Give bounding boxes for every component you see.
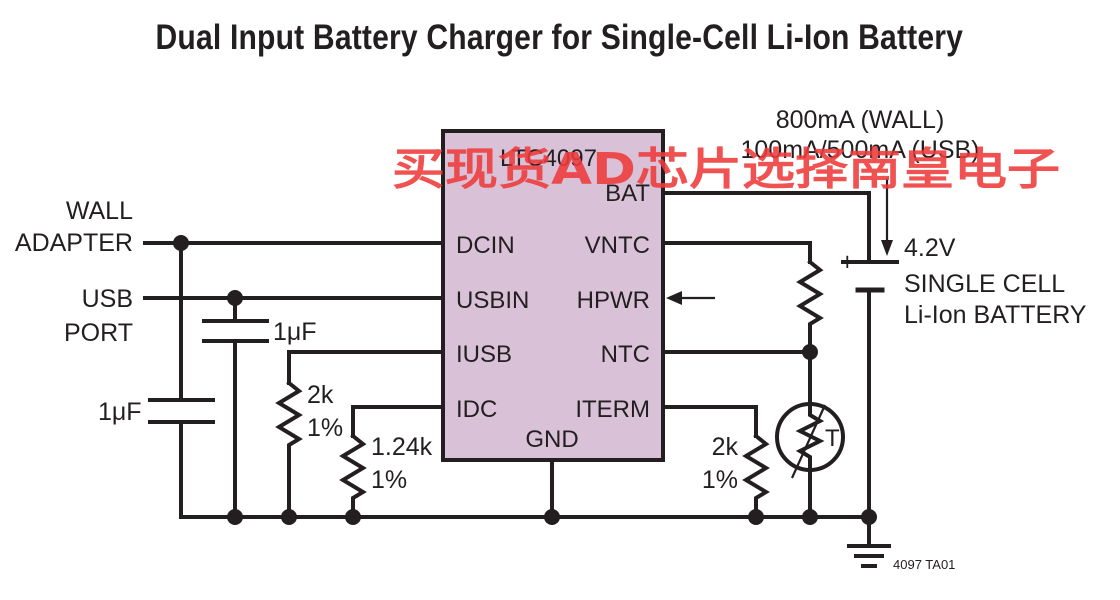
pin-vntc-label: VNTC xyxy=(585,232,650,259)
battery-type-line2: Li-Ion BATTERY xyxy=(904,301,1087,329)
watermark-text: 买现货AD芯片选择南皇电子 xyxy=(392,144,1060,195)
r-idc-tolerance: 1% xyxy=(371,466,407,494)
junctions xyxy=(173,235,877,525)
thermistor-label: T xyxy=(825,425,840,452)
r-iterm-value: 2k xyxy=(712,433,739,461)
ic-body xyxy=(441,129,665,462)
current-usb-label: 100mA/500mA (USB) xyxy=(741,136,980,164)
figure-id: 4097 TA01 xyxy=(893,557,955,572)
battery-plus-label: + xyxy=(840,248,855,276)
cap-usb-label: 1μF xyxy=(273,318,317,346)
wall-label-line1: WALL xyxy=(66,197,133,225)
r-iterm-tolerance: 1% xyxy=(702,466,738,494)
ic-part-number: LTC4097 xyxy=(500,145,597,172)
pin-gnd-label: GND xyxy=(525,426,578,453)
r-iusb-tolerance: 1% xyxy=(307,414,343,442)
usb-label-line2: PORT xyxy=(64,319,133,347)
battery-type-line1: SINGLE CELL xyxy=(904,270,1065,298)
pin-idc-label: IDC xyxy=(456,396,497,423)
hpwr-arrow-icon xyxy=(666,291,682,305)
pin-iusb-label: IUSB xyxy=(456,341,512,368)
pin-hpwr-label: HPWR xyxy=(577,287,650,314)
pin-ntc-label: NTC xyxy=(601,341,650,368)
pin-usbin-label: USBIN xyxy=(456,287,529,314)
battery-symbol: + xyxy=(840,248,899,293)
current-arrow-icon xyxy=(881,240,893,256)
pin-bat-label: BAT xyxy=(605,180,650,207)
pin-iterm-label: ITERM xyxy=(575,396,650,423)
battery-voltage-label: 4.2V xyxy=(904,234,956,262)
pin-dcin-label: DCIN xyxy=(456,232,515,259)
r-iusb-value: 2k xyxy=(307,381,334,409)
wall-label-line2: ADAPTER xyxy=(15,229,133,257)
arrows xyxy=(666,178,893,305)
thermistor: T xyxy=(775,400,845,479)
diagram-title: Dual Input Battery Charger for Single-Ce… xyxy=(155,18,964,57)
usb-label-line1: USB xyxy=(82,285,133,313)
ground-symbol xyxy=(847,544,891,568)
r-idc-value: 1.24k xyxy=(371,433,433,461)
current-wall-label: 800mA (WALL) xyxy=(776,106,945,134)
cap-wall-label: 1μF xyxy=(98,398,142,426)
